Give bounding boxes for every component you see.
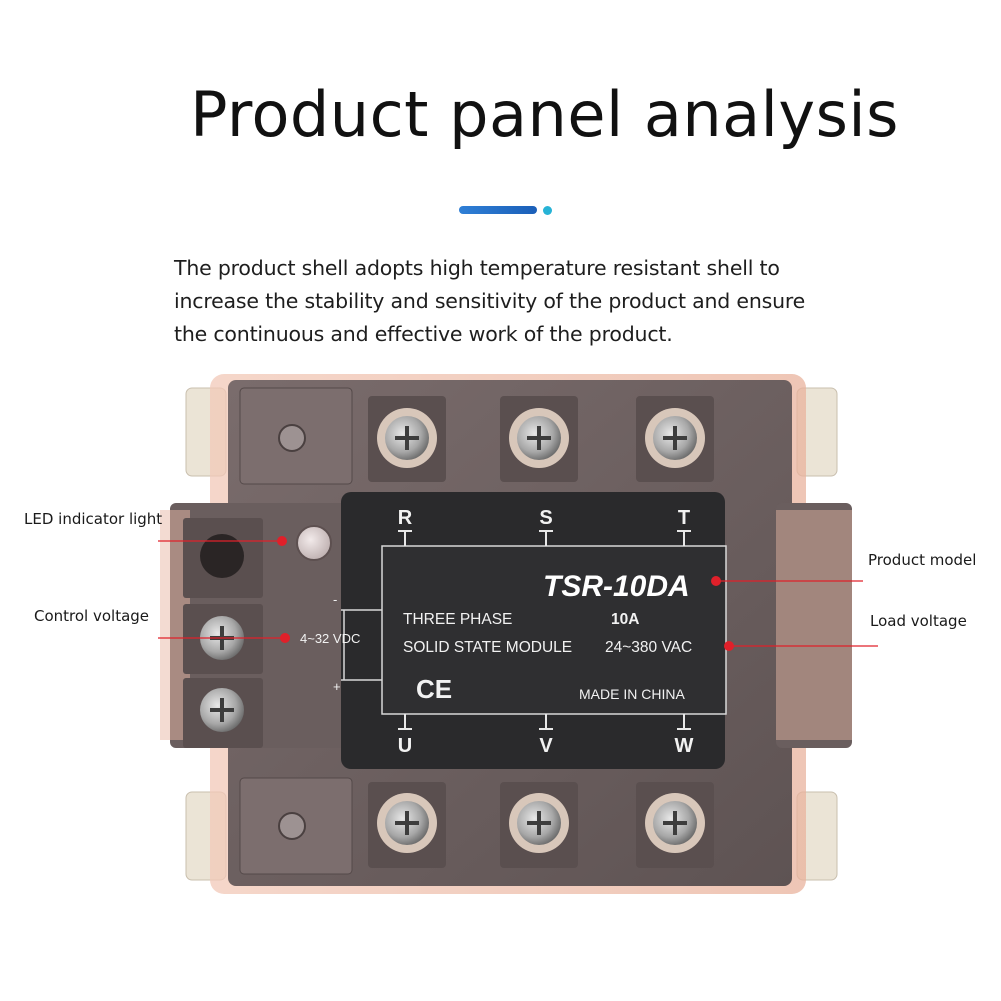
label-plus: + bbox=[333, 679, 341, 694]
callout-led-indicator: LED indicator light bbox=[24, 510, 163, 528]
label-control-voltage: 4~32 VDC bbox=[300, 631, 360, 646]
page-title: Product panel analysis bbox=[190, 78, 899, 151]
bottom-left-block bbox=[239, 777, 353, 875]
product-model-text: TSR-10DA bbox=[543, 570, 690, 603]
terminal-u: U bbox=[398, 735, 412, 757]
top-terminals bbox=[368, 396, 714, 482]
callout-load-voltage: Load voltage bbox=[870, 612, 967, 630]
callout-control-voltage: Control voltage bbox=[34, 607, 150, 625]
ce-mark: CE bbox=[416, 674, 452, 704]
label-load-voltage: 24~380 VAC bbox=[605, 639, 692, 656]
label-panel bbox=[341, 492, 727, 769]
callout-markers bbox=[158, 536, 878, 651]
label-text: R S T U V W TSR-10DA THREE PHASE 10A SOL… bbox=[300, 507, 694, 757]
terminal-w: W bbox=[675, 735, 694, 757]
top-left-block bbox=[239, 387, 353, 485]
label-origin: MADE IN CHINA bbox=[579, 686, 685, 702]
title-dot bbox=[543, 206, 552, 215]
terminal-t: T bbox=[678, 507, 690, 529]
terminal-v: V bbox=[539, 735, 553, 757]
label-minus: - bbox=[333, 592, 337, 607]
label-line2: SOLID STATE MODULE bbox=[403, 639, 572, 656]
control-terminals bbox=[183, 518, 263, 748]
bottom-terminals bbox=[368, 782, 714, 868]
terminal-r: R bbox=[398, 507, 413, 529]
title-underline bbox=[459, 206, 537, 214]
callout-product-model: Product model bbox=[868, 551, 977, 569]
led-indicator bbox=[296, 525, 332, 561]
label-current: 10A bbox=[611, 611, 639, 628]
terminal-s: S bbox=[539, 507, 552, 529]
label-line1: THREE PHASE bbox=[403, 611, 512, 628]
description: The product shell adopts high temperatur… bbox=[174, 256, 806, 346]
